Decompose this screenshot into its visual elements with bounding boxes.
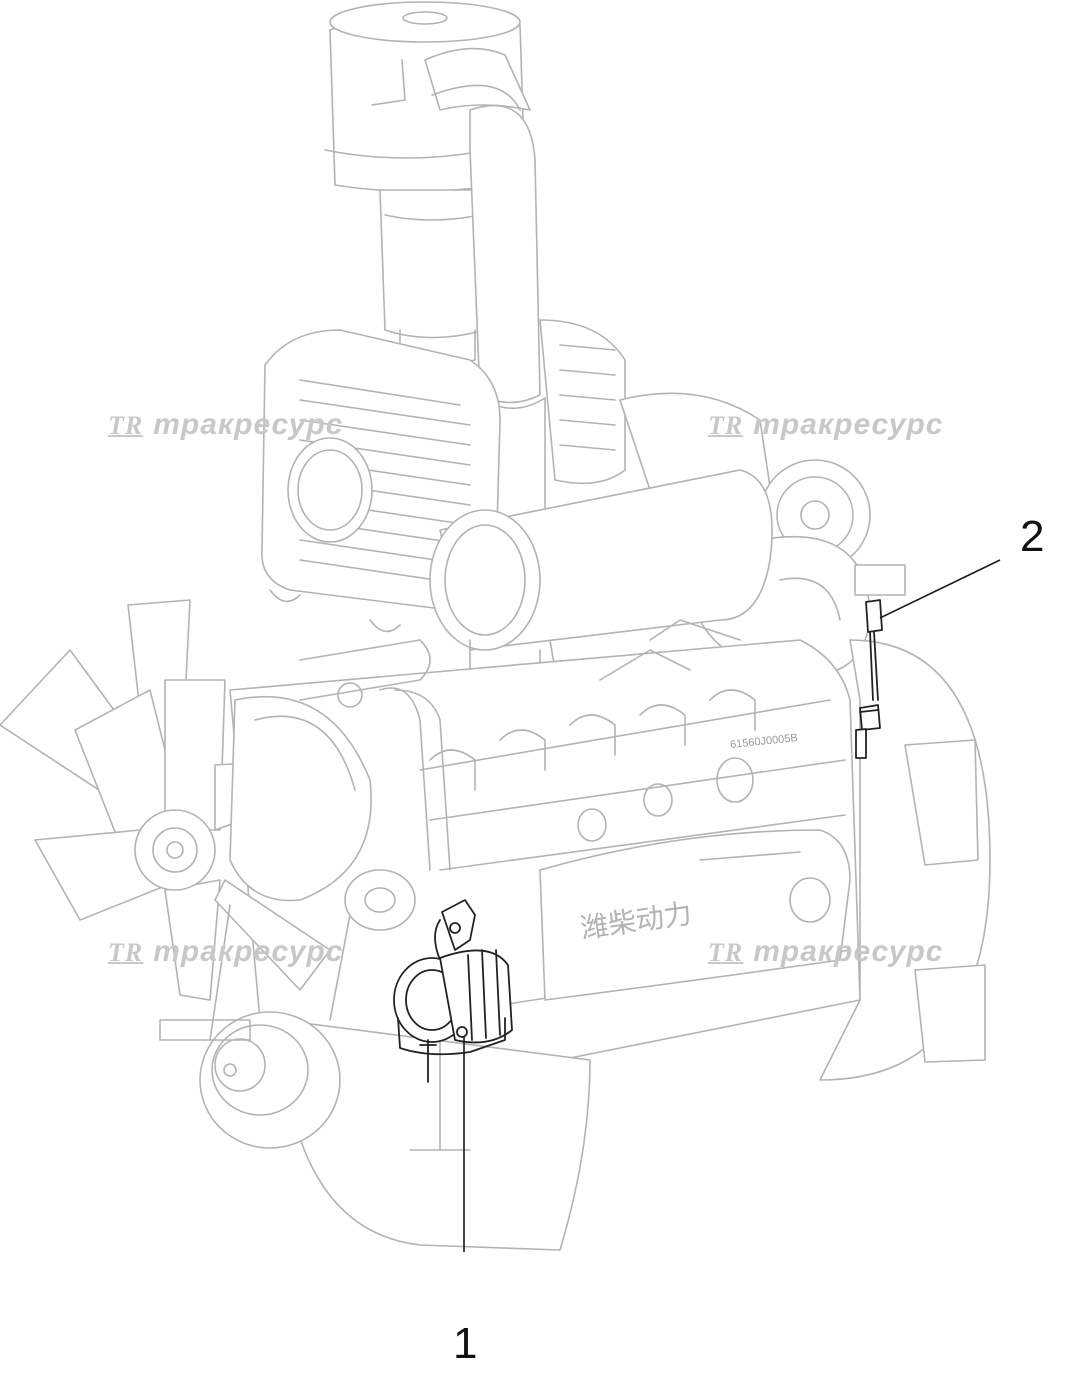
alternator-part-1[interactable]	[393, 899, 513, 1083]
cylinder-head	[299, 619, 741, 871]
watermark-logo: TR	[108, 411, 144, 440]
exhaust-muffler	[429, 469, 773, 721]
cooling-fan	[0, 599, 331, 1001]
watermark-text: тракресурс	[753, 408, 944, 441]
intake-pipe	[379, 104, 546, 529]
watermark-bottom-right: TR тракресурс	[708, 935, 943, 969]
callout-label-2: 2	[1020, 512, 1045, 561]
engine-block	[229, 639, 991, 1251]
watermark-top-left: TR тракресурс	[108, 408, 343, 442]
front-pulleys	[159, 695, 416, 1149]
watermark-text: тракресурс	[153, 935, 344, 968]
watermark-logo: TR	[108, 938, 144, 967]
watermark-bottom-left: TR тракресурс	[108, 935, 343, 969]
leader-line-2	[879, 559, 1001, 619]
watermark-text: тракресурс	[753, 935, 944, 968]
watermark-logo: TR	[708, 938, 744, 967]
watermark-text: тракресурс	[153, 408, 344, 441]
watermark-top-right: TR тракресурс	[708, 408, 943, 442]
sensor-part-2[interactable]	[855, 599, 883, 759]
watermark-logo: TR	[708, 411, 744, 440]
air-cleaner-canister	[324, 1, 531, 193]
callout-label-1: 1	[453, 1319, 478, 1368]
